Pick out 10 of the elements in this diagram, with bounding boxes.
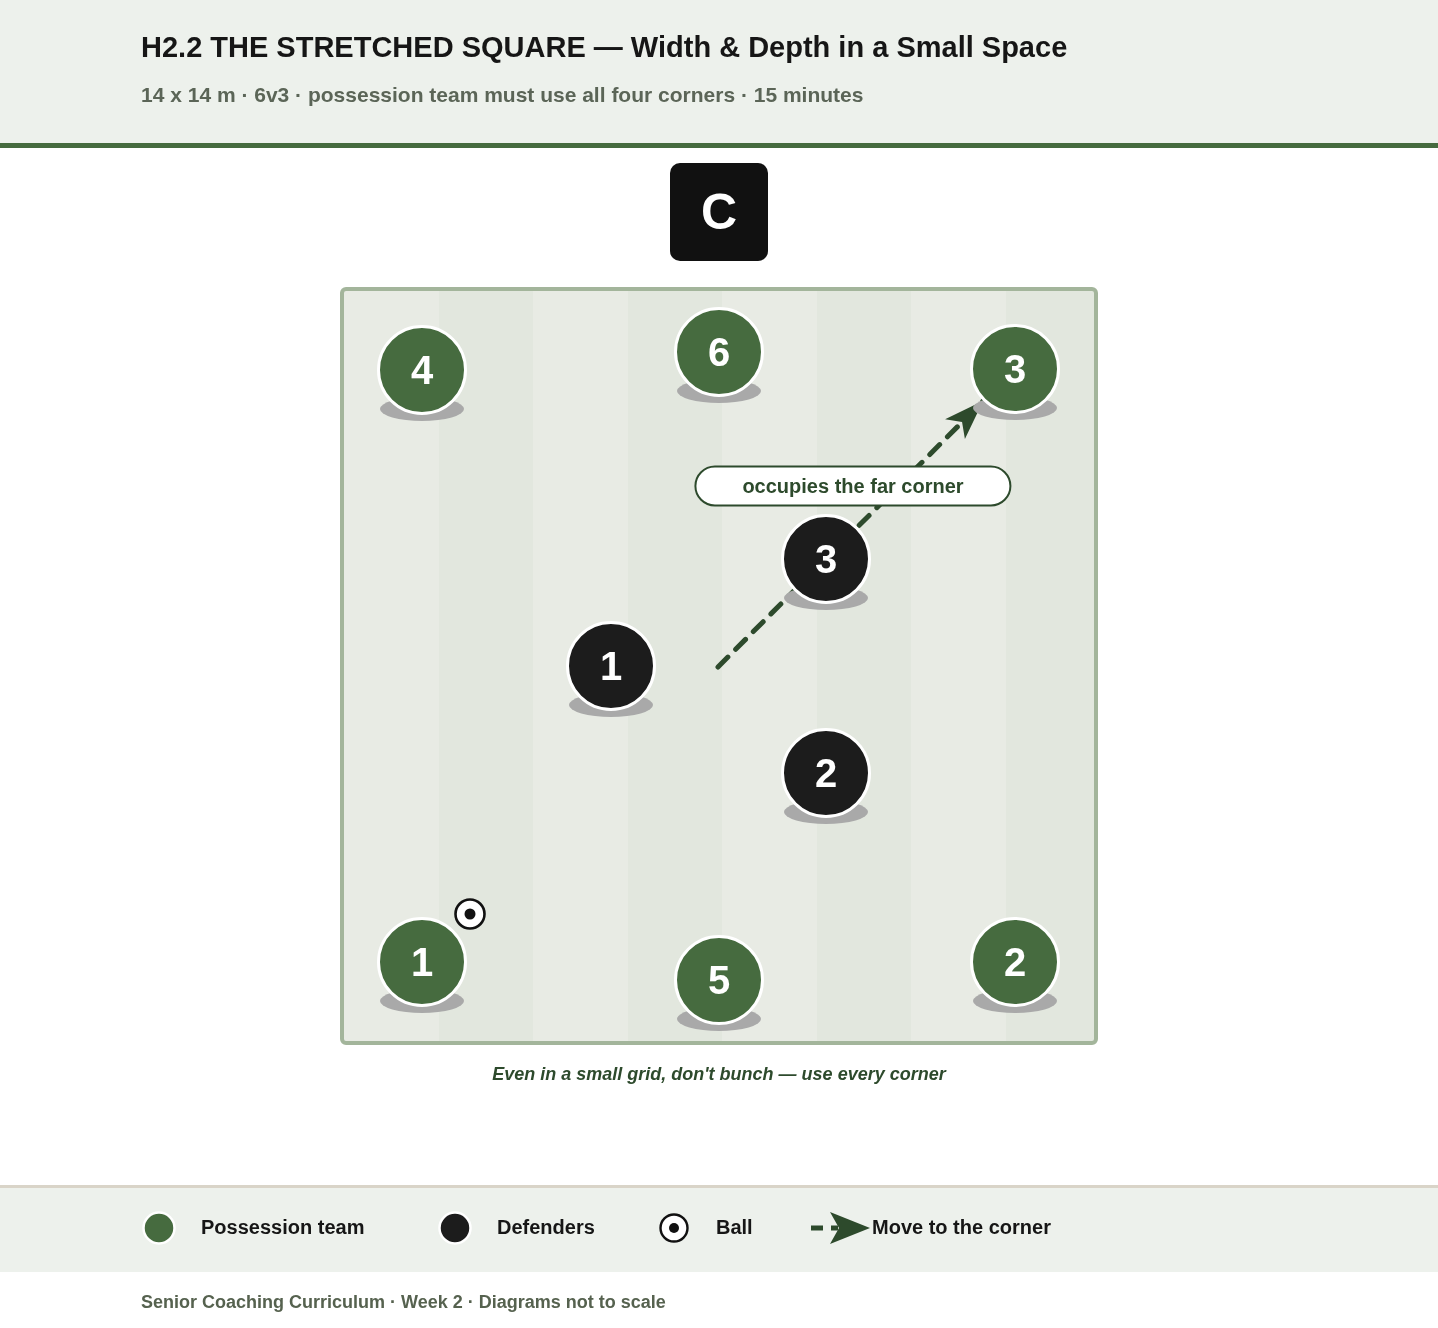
legend-label: Defenders [497,1216,595,1239]
caption: Even in a small grid, don't bunch — use every corner [492,1064,946,1085]
footer-note: Senior Coaching Curriculum · Week 2 · Diagrams not to scale [141,1292,666,1313]
legend-label: Possession team [201,1216,365,1239]
diagram-title: H2.2 THE STRETCHED SQUARE — Width & Depth in a Small Space [141,31,1068,64]
legend-label: Move to the corner [872,1216,1051,1239]
section-letter-tile: C [670,163,768,261]
legend-label: Ball [716,1216,753,1239]
edge-label: occupies the far corner [694,465,1012,507]
subtitle: 14 x 14 m · 6v3 · possession team must use all four corners · 15 minutes [141,83,864,107]
